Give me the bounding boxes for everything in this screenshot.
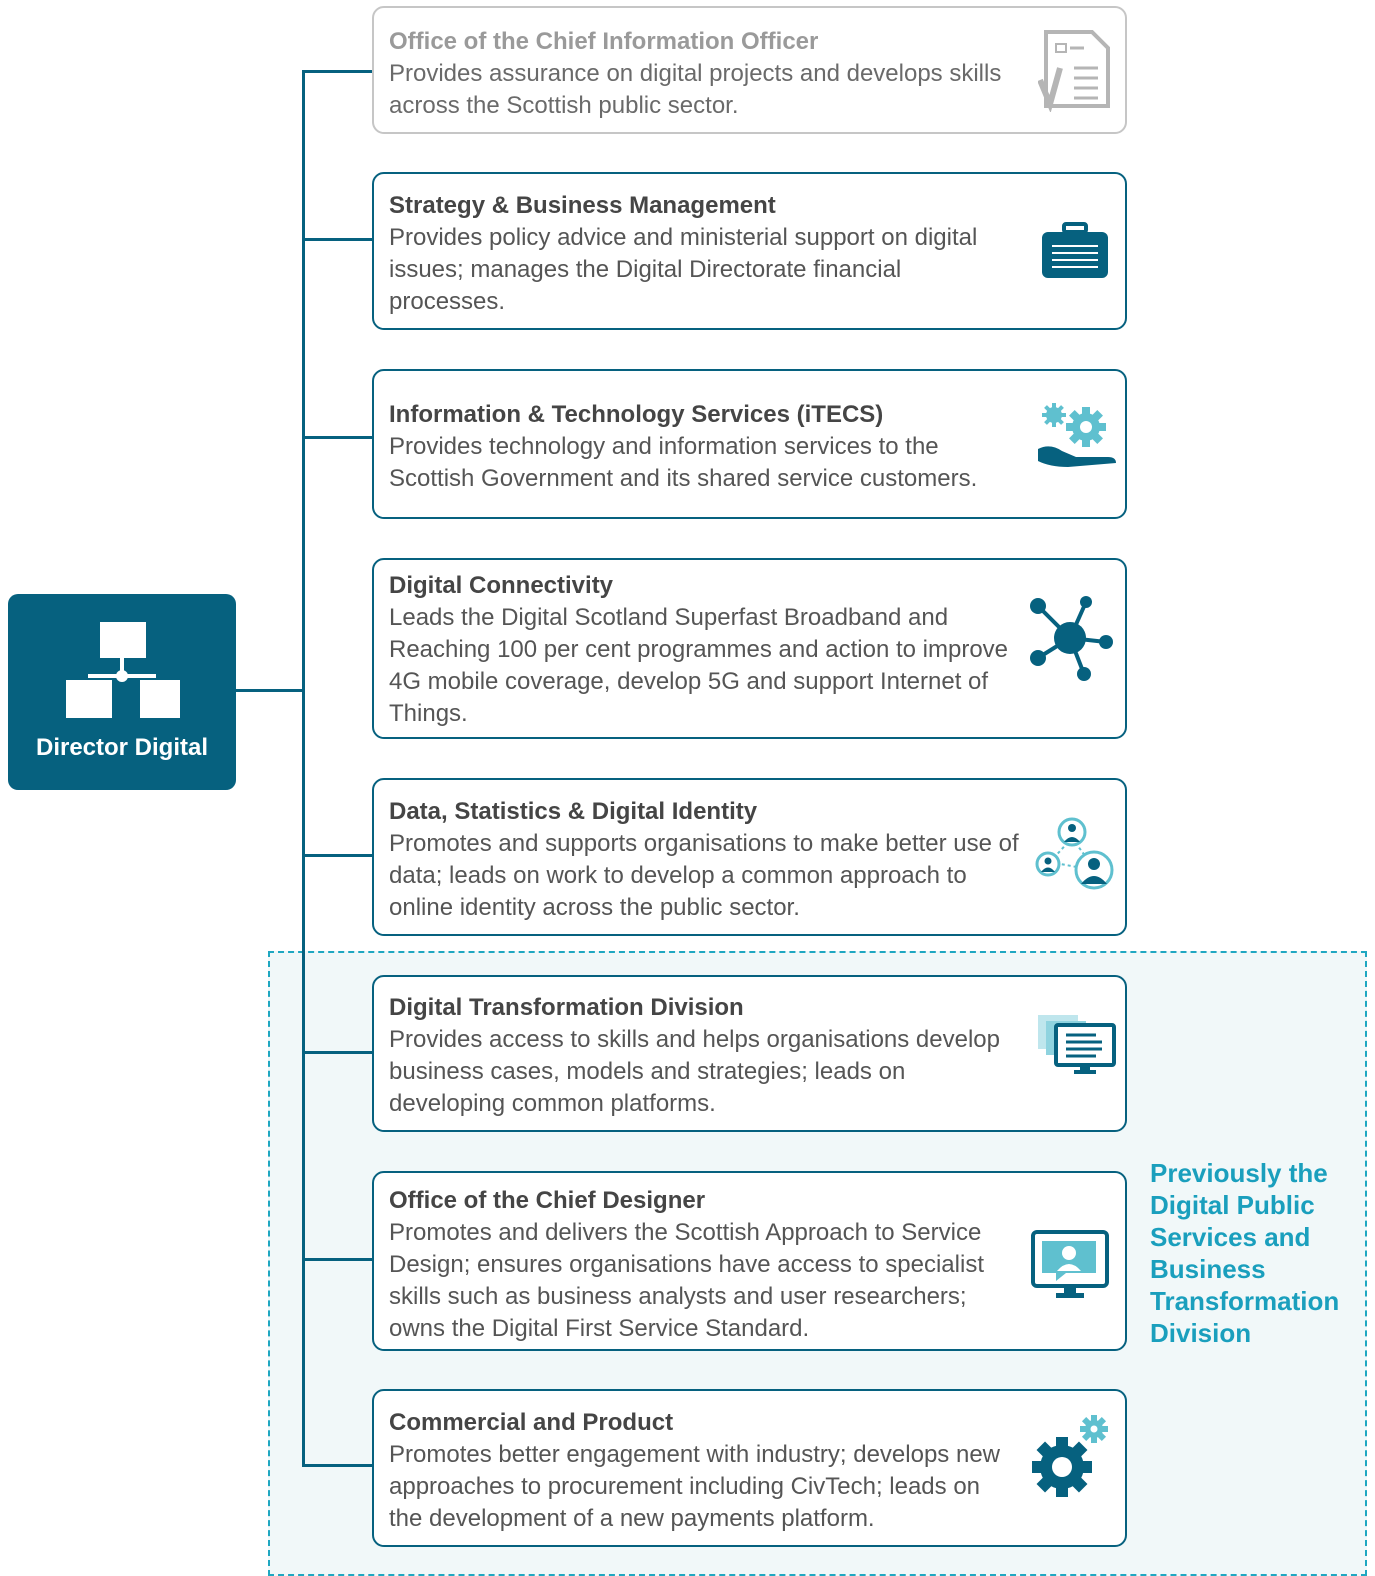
unit-desc: Provides access to skills and helps orga… (389, 1026, 1001, 1117)
connector-trunk (302, 70, 305, 1466)
connector-director (236, 689, 304, 692)
group-label: Previously the Digital Public Services a… (1150, 1158, 1340, 1348)
gears-icon (1032, 1415, 1108, 1497)
unit-desc: Provides technology and information serv… (389, 433, 978, 492)
connector-branch-3 (302, 436, 372, 439)
unit-chief-designer: Office of the Chief Designer Promotes an… (372, 1171, 1127, 1351)
connector-branch-5 (302, 854, 372, 857)
unit-desc: Promotes and delivers the Scottish Appro… (389, 1219, 984, 1342)
network-hub-icon (1030, 596, 1113, 681)
briefcase-icon (1042, 222, 1108, 278)
unit-digital-connectivity: Digital Connectivity Leads the Digital S… (372, 558, 1127, 739)
connector-branch-1 (302, 70, 372, 73)
monitors-icon (1038, 1015, 1116, 1074)
unit-data-statistics-identity: Data, Statistics & Digital Identity Prom… (372, 778, 1127, 936)
people-network-icon (1035, 817, 1114, 890)
checklist-document-icon (1038, 30, 1110, 112)
unit-title: Strategy & Business Management (389, 192, 776, 219)
unit-digital-transformation: Digital Transformation Division Provides… (372, 975, 1127, 1132)
unit-desc: Leads the Digital Scotland Superfast Bro… (389, 604, 1009, 727)
unit-title: Data, Statistics & Digital Identity (389, 798, 758, 825)
unit-desc: Promotes and supports organisations to m… (389, 830, 1019, 921)
unit-commercial-product: Commercial and Product Promotes better e… (372, 1389, 1127, 1547)
hand-gears-icon (1038, 403, 1116, 467)
unit-chief-information-officer: Office of the Chief Information Officer … (372, 6, 1127, 134)
user-monitor-icon (1031, 1230, 1109, 1298)
unit-itecs: Information & Technology Services (iTECS… (372, 369, 1127, 519)
director-label: Director Digital (35, 734, 209, 761)
unit-title: Information & Technology Services (iTECS… (389, 401, 884, 428)
unit-title: Commercial and Product (389, 1409, 674, 1436)
unit-desc: Provides policy advice and ministerial s… (389, 224, 978, 315)
director-node: Director Digital (8, 594, 236, 790)
unit-strategy-business-management: Strategy & Business Management Provides … (372, 172, 1127, 330)
connector-branch-8 (302, 1464, 372, 1467)
unit-title: Office of the Chief Designer (389, 1187, 706, 1214)
unit-desc: Promotes better engagement with industry… (389, 1441, 1001, 1532)
unit-title: Digital Transformation Division (389, 994, 744, 1021)
connector-branch-7 (302, 1258, 372, 1261)
connector-branch-2 (302, 238, 372, 241)
unit-title: Office of the Chief Information Officer (389, 28, 819, 55)
org-chart-icon (66, 622, 180, 718)
connector-branch-6 (302, 1051, 372, 1054)
unit-title: Digital Connectivity (389, 572, 614, 599)
unit-desc: Provides assurance on digital projects a… (389, 60, 1002, 119)
